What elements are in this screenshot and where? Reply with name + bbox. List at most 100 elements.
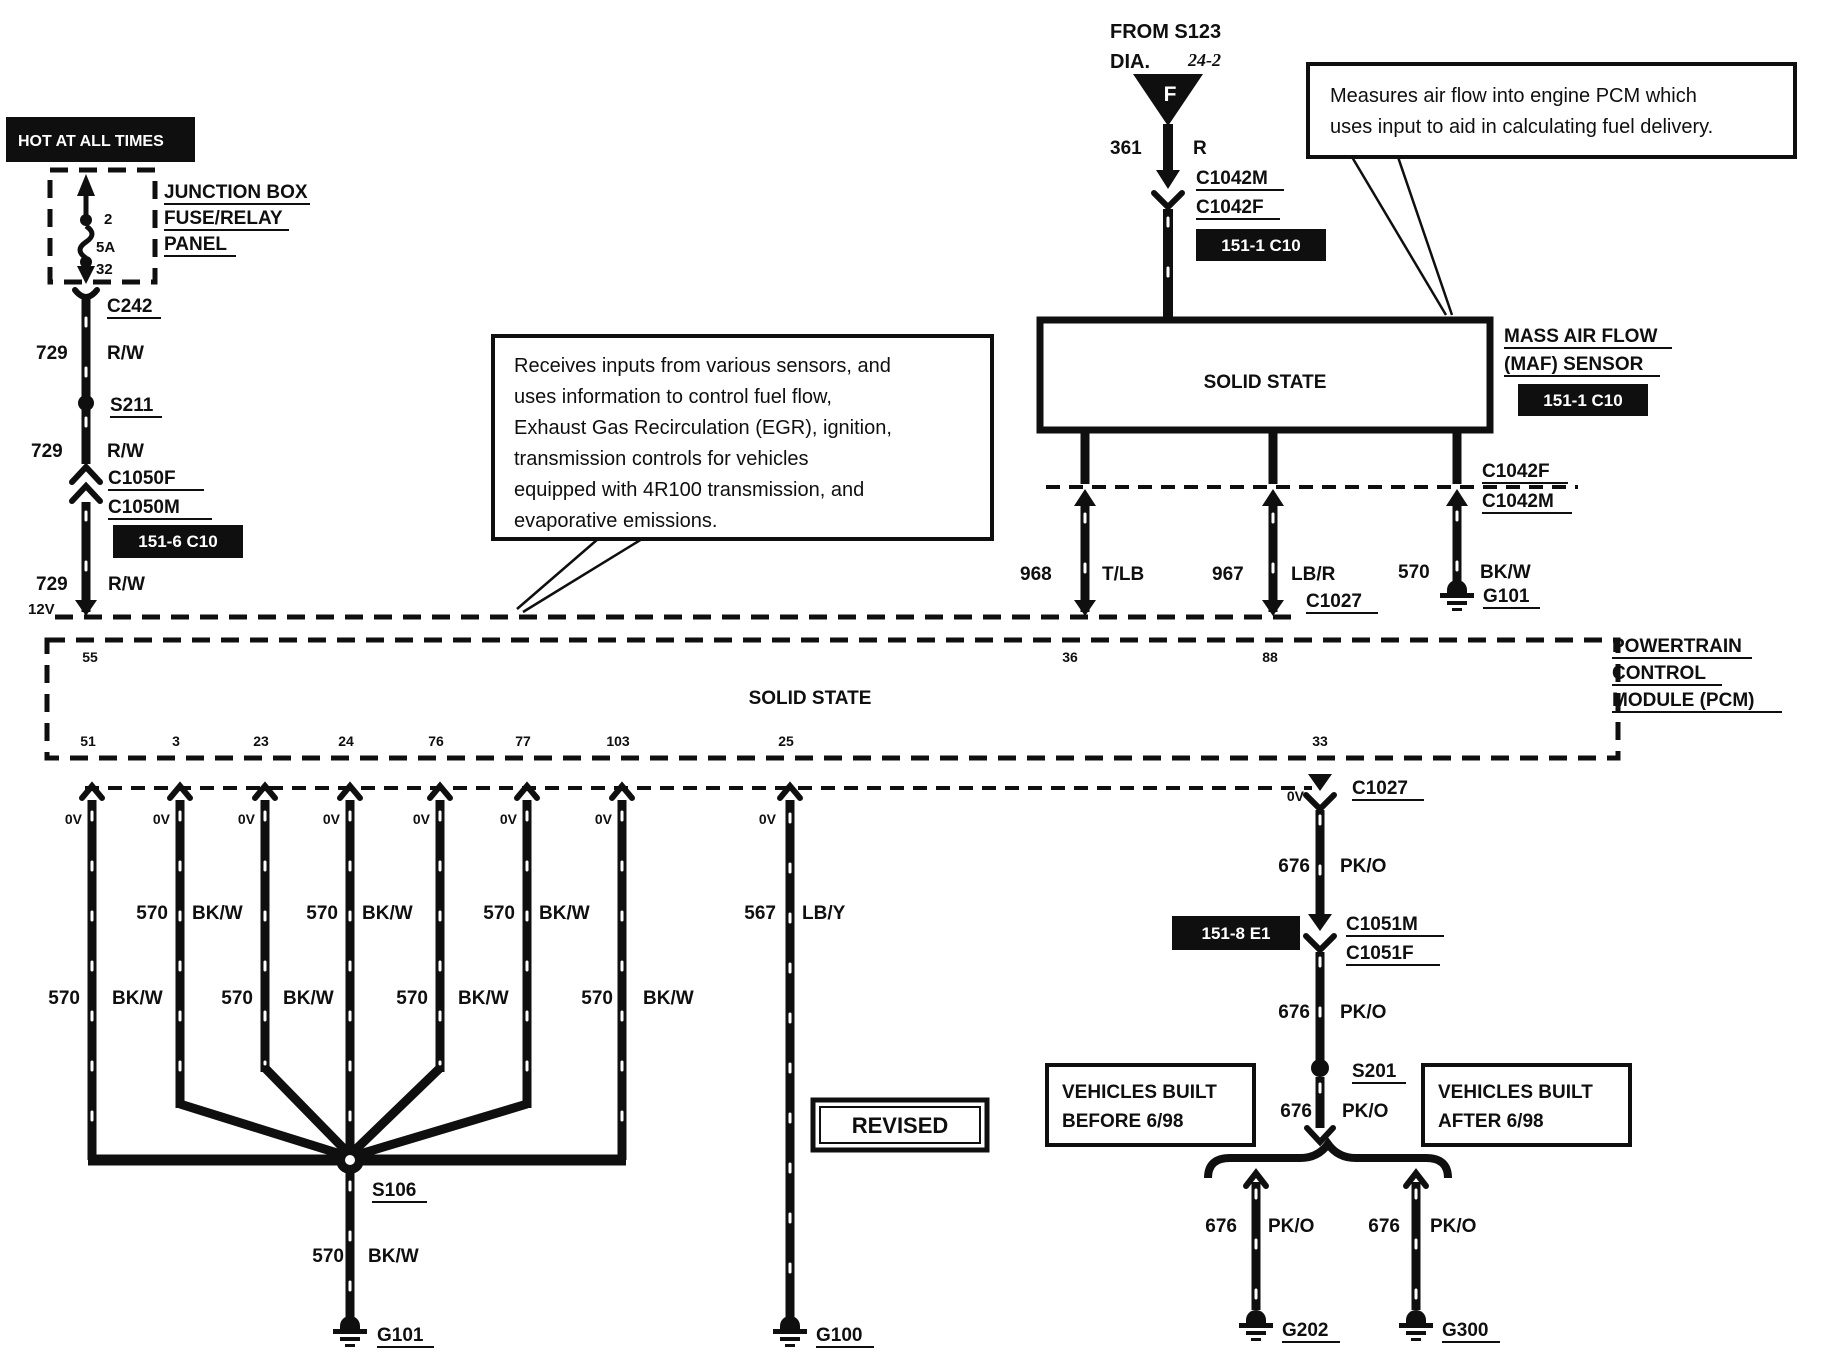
junction-box-label-2: FUSE/RELAY: [164, 208, 283, 229]
connector-cup-icon: [1243, 1168, 1269, 1189]
ref-box-151-1a: [1196, 229, 1326, 261]
ov-label: 0V: [153, 811, 171, 827]
maf-name-2: (MAF) SENSOR: [1504, 354, 1644, 375]
ground-icon-g202: [1239, 1310, 1273, 1341]
color-rw-c: R/W: [108, 574, 145, 595]
circuit-676: 676: [1368, 1216, 1400, 1237]
color-r: R: [1193, 138, 1207, 159]
callout-maf-line1: Measures air flow into engine PCM which: [1330, 85, 1697, 107]
color-pko: PK/O: [1340, 1002, 1386, 1023]
ov-label: 0V: [595, 811, 613, 827]
circuit-676: 676: [1280, 1101, 1312, 1122]
circuit-570: 570: [396, 988, 428, 1009]
maf-sensor: SOLID STATE MASS AIR FLOW (MAF) SENSOR 1…: [1020, 316, 1672, 616]
splice-s201-icon: [1311, 1059, 1329, 1077]
circuit-676: 676: [1278, 856, 1310, 877]
c1042m2-label: C1042M: [1482, 491, 1554, 512]
callout-pcm: Receives inputs from various sensors, an…: [491, 334, 994, 614]
wire-end-arrow-icon: [75, 600, 97, 616]
circuit-729-a: 729: [36, 343, 68, 364]
off-page-connector-icon: [1133, 74, 1203, 126]
g100-column: 0V 567 LB/Y G100 REVISED: [744, 781, 990, 1348]
color-tlb: T/LB: [1102, 564, 1144, 585]
dia-page: 24-2: [1187, 50, 1221, 70]
connector-c242-icon: [72, 287, 100, 300]
color-pko: PK/O: [1342, 1101, 1388, 1122]
ref-151-8-label: 151-8 E1: [1202, 924, 1271, 943]
connector-cups-icon: [79, 781, 635, 801]
color-bkw: BK/W: [192, 903, 243, 924]
circuit-570: 570: [221, 988, 253, 1009]
ground-icon-g101-right: [1440, 580, 1474, 611]
pko-column: 0V 676 PK/O 151-8 E1 C1051M C1051F 676 P…: [1045, 774, 1632, 1343]
connector-arrow-icon: [1308, 774, 1332, 791]
fuse-arrow-up-icon: [77, 174, 95, 196]
connector-c1042-arrow-icon: [1156, 170, 1180, 189]
color-pko: PK/O: [1340, 856, 1386, 877]
dia-label: DIA.: [1110, 51, 1150, 73]
revised-box: [810, 1097, 990, 1153]
connector-f-letter: F: [1164, 83, 1177, 106]
color-bkw-maf: BK/W: [1480, 562, 1531, 583]
ground-fan: 0V 0V 0V 0V 0V 0V 0V 570 BK/W 570 BK/W 5…: [48, 781, 694, 1348]
junction-box-outline: [47, 167, 158, 285]
from-s123-label: FROM S123: [1110, 21, 1221, 43]
maf-solid-state-label: SOLID STATE: [1204, 372, 1327, 393]
c1051m-label: C1051M: [1346, 914, 1418, 935]
s106-label: S106: [372, 1180, 416, 1201]
fuse-rating: 5A: [96, 239, 115, 256]
c1042m-label: C1042M: [1196, 168, 1268, 189]
pin-24: 24: [338, 733, 354, 749]
pin-76: 76: [428, 733, 444, 749]
circuit-570: 570: [312, 1246, 344, 1267]
color-bkw: BK/W: [458, 988, 509, 1009]
pcm-module: SOLID STATE 55 36 88 51 3 23 24 76 77 10…: [44, 591, 1782, 801]
connector-c1042-cup-icon: [1151, 190, 1185, 212]
callout-pcm-line3: Exhaust Gas Recirculation (EGR), ignitio…: [514, 417, 892, 439]
callout-pcm-line4: transmission controls for vehicles: [514, 448, 809, 470]
pcm-name-1: POWERTRAIN: [1612, 636, 1742, 657]
pin-23: 23: [253, 733, 269, 749]
connector-cup-icon: [777, 781, 803, 801]
hot-at-all-times-banner: [6, 117, 195, 162]
vehicles-before-box: [1045, 1063, 1256, 1147]
ref-151-6-label: 151-6 C10: [138, 532, 217, 551]
ov-label: 0V: [413, 811, 431, 827]
wire-end-cup-icon: [1304, 1125, 1336, 1147]
color-bkw: BK/W: [283, 988, 334, 1009]
circuit-570: 570: [483, 903, 515, 924]
c242-label: C242: [107, 296, 152, 317]
pin-55: 55: [82, 649, 98, 665]
callout-pcm-line6: evaporative emissions.: [514, 510, 717, 532]
ground-icon-g101: [333, 1316, 367, 1347]
pin-51: 51: [80, 733, 96, 749]
circuit-570: 570: [306, 903, 338, 924]
callout-pcm-line5: equipped with 4R100 transmission, and: [514, 479, 864, 501]
color-rw-a: R/W: [107, 343, 144, 364]
circuit-570: 570: [581, 988, 613, 1009]
ov-label: 0V: [1287, 788, 1305, 804]
ref-box-151-1b: [1518, 384, 1648, 416]
connector-up-arrow-icon: [1446, 489, 1468, 506]
connector-cup-icon: [1303, 792, 1337, 814]
circuit-729-b: 729: [31, 441, 63, 462]
power-feed: HOT AT ALL TIMES 2 5A 32 JUNCTION BOX FU…: [6, 117, 310, 618]
before-line2: BEFORE 6/98: [1062, 1111, 1183, 1132]
color-pko: PK/O: [1268, 1216, 1314, 1237]
pin-25: 25: [778, 733, 794, 749]
c1042f-label: C1042F: [1196, 197, 1264, 218]
c1042f2-label: C1042F: [1482, 461, 1550, 482]
circuit-570: 570: [48, 988, 80, 1009]
ground-icon-g300: [1399, 1310, 1433, 1341]
pin-33: 33: [1312, 733, 1328, 749]
c1051f-label: C1051F: [1346, 943, 1414, 964]
fuse-pin-bottom: 32: [96, 261, 113, 278]
connector-up-arrow-icon: [1262, 489, 1284, 506]
color-bkw: BK/W: [112, 988, 163, 1009]
circuit-361: 361: [1110, 138, 1142, 159]
circuit-967: 967: [1212, 564, 1244, 585]
s201-label: S201: [1352, 1061, 1397, 1082]
pcm-outline: [44, 637, 1621, 761]
callout-maf-line2: uses input to aid in calculating fuel de…: [1330, 116, 1713, 138]
